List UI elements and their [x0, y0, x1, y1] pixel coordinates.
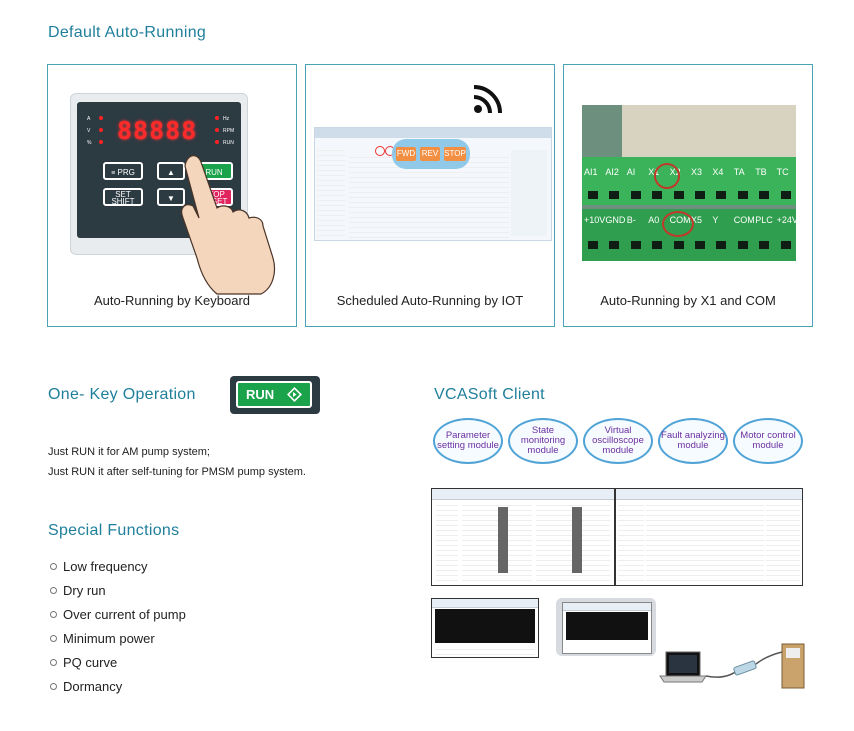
terminal-screw [780, 191, 791, 199]
heading-one-key: One- Key Operation [48, 386, 196, 403]
keypad-prg-button: ≡ PRG [103, 162, 143, 180]
module-fault-analyzing: Fault analyzing module [658, 418, 728, 464]
bullet-icon [50, 587, 57, 595]
terminal-screw [588, 191, 598, 199]
terminal-label-bottom: X5 [691, 215, 703, 225]
terminal-label-top: TA [733, 167, 745, 177]
fwd-button: FWD [396, 147, 416, 161]
keypad-ind-run: RUN [223, 140, 234, 146]
caption-iot: Scheduled Auto-Running by IOT [336, 293, 524, 308]
list-item: Minimum power [50, 627, 186, 651]
module-motor-control: Motor control module [733, 418, 803, 464]
keypad-ind-pct: % [87, 140, 92, 146]
panel-iot: FWD REV STOP Scheduled Auto-Running by I… [305, 64, 555, 327]
list-item: Dormancy [50, 675, 186, 699]
keypad-ind-rpm: RPM [223, 128, 235, 134]
terminal-screw [673, 241, 684, 249]
module-state-monitoring: State monitoring module [508, 418, 578, 464]
bullet-icon [50, 659, 57, 667]
list-item: Low frequency [50, 555, 186, 579]
section-title-auto-running: Default Auto-Running [48, 24, 207, 41]
iot-button-group: FWD REV STOP [392, 139, 470, 169]
hand-illustration [181, 155, 276, 295]
keypad-ind-a: A [87, 116, 91, 122]
heading-special-functions: Special Functions [48, 522, 180, 539]
terminal-label-top: X3 [691, 167, 703, 177]
list-item: Over current of pump [50, 603, 186, 627]
terminal-screw [737, 241, 748, 249]
module-parameter-setting: Parameter setting module [433, 418, 503, 464]
terminal-label-bottom: +10V [584, 215, 606, 225]
terminal-screw [588, 241, 598, 249]
rev-button: REV [420, 147, 440, 161]
terminal-label-bottom: COM [733, 215, 755, 225]
run-key-image: RUN [230, 376, 320, 414]
terminal-label-bottom: Y [712, 215, 719, 225]
heading-vcasoft: VCASoft Client [434, 386, 545, 403]
terminal-label-top: AI1 [584, 167, 598, 177]
keypad-up-button: ▲ [157, 162, 185, 180]
software-screenshot-fault [615, 488, 803, 586]
list-item: PQ curve [50, 651, 186, 675]
terminal-screw [716, 241, 727, 249]
bullet-icon [50, 563, 57, 571]
terminal-screw [673, 191, 684, 199]
terminal-label-top: TC [776, 167, 789, 177]
terminal-label-top: X4 [712, 167, 724, 177]
bullet-icon [50, 683, 57, 691]
terminal-label-bottom: PLC [755, 215, 773, 225]
oscilloscope-callout [556, 598, 656, 656]
terminal-screw [780, 241, 791, 249]
terminal-label-top: AI [626, 167, 636, 177]
module-virtual-oscilloscope: Virtual oscilloscope module [583, 418, 653, 464]
terminal-screw [695, 241, 705, 249]
software-screenshot-parameters [431, 488, 615, 586]
terminal-label-bottom: A0 [648, 215, 660, 225]
keypad-ind-hz: Hz [223, 116, 230, 122]
terminal-screw [630, 241, 641, 249]
terminal-screw [759, 191, 770, 199]
keypad-down-button: ▼ [157, 188, 185, 206]
terminal-screw [737, 191, 748, 199]
caption-terminal: Auto-Running by X1 and COM [600, 293, 776, 308]
terminal-screw [695, 191, 705, 199]
terminal-label-bottom: B- [626, 215, 636, 225]
bullet-icon [50, 635, 57, 643]
terminal-screw [716, 191, 727, 199]
oscilloscope-screenshot [431, 598, 539, 658]
bullet-icon [50, 611, 57, 619]
terminal-screw [630, 191, 641, 199]
special-functions-list: Low frequency Dry run Over current of pu… [50, 555, 186, 699]
terminal-label-bottom: GND [605, 215, 626, 225]
terminal-label-top: TB [755, 167, 767, 177]
terminal-screw [609, 241, 620, 249]
stop-button: STOP [444, 147, 466, 161]
run-diamond-icon [287, 387, 302, 402]
keypad-display: 88888 [117, 116, 198, 145]
terminal-label-bottom: +24V [776, 215, 796, 225]
list-item: Dry run [50, 579, 186, 603]
one-key-line-2: Just RUN it after self-tuning for PMSM p… [48, 466, 306, 478]
terminal-screw [609, 191, 620, 199]
terminal-screw [652, 191, 663, 199]
run-key-label: RUN [246, 387, 275, 402]
keypad-ind-v: V [87, 128, 91, 134]
wifi-icon [473, 85, 502, 114]
laptop-drive-illustration [659, 643, 805, 689]
terminal-screw [652, 241, 663, 249]
terminal-screw [759, 241, 770, 249]
one-key-line-1: Just RUN it for AM pump system; [48, 446, 210, 458]
caption-keyboard: Auto-Running by Keyboard [93, 293, 251, 308]
terminal-label-top: X1 [648, 167, 660, 177]
terminal-label-top: AI2 [605, 167, 619, 177]
